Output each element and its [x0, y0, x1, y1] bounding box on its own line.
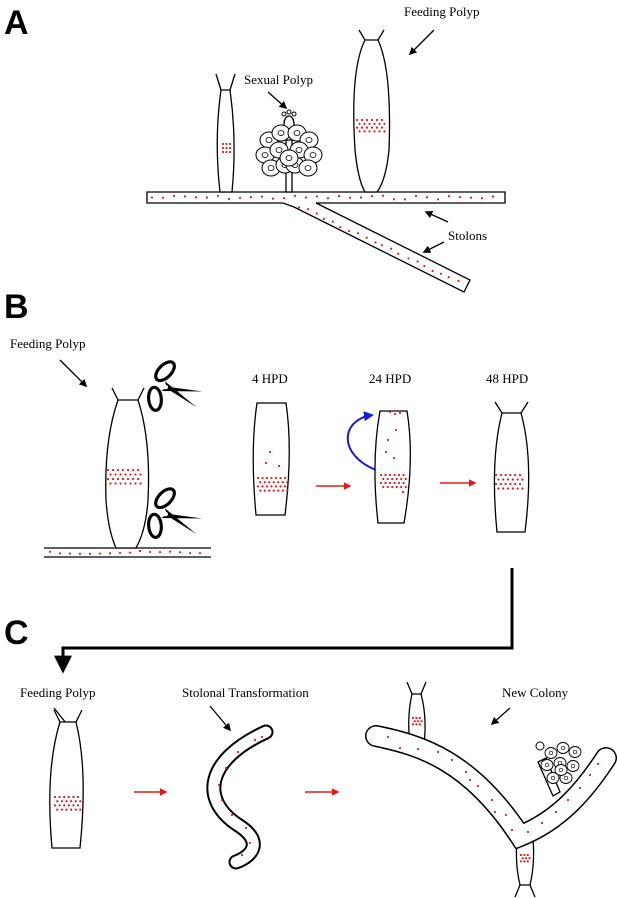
- feeding-polyp-a: [353, 29, 391, 193]
- scissors-icon: [138, 353, 211, 428]
- fragment-24hpd: [374, 410, 411, 524]
- scissors-icon: [138, 480, 211, 555]
- stolon-b: [44, 547, 211, 558]
- sexual-polyp-a: [255, 109, 323, 193]
- panel-a-label: A: [4, 4, 29, 42]
- stolon-cells-a: [150, 194, 495, 282]
- label-c-feeding-polyp: Feeding Polyp: [20, 685, 95, 700]
- fragment-4hpd: [252, 402, 290, 516]
- connector-arrow: [54, 568, 514, 674]
- arrow-icon: [209, 705, 231, 732]
- new-colony-c: [365, 681, 617, 898]
- small-polyp-a: [215, 73, 236, 193]
- feeding-polyp-b: [105, 387, 150, 549]
- label-a-sexual-polyp: Sexual Polyp: [244, 72, 313, 87]
- panel-c-label: C: [4, 614, 29, 652]
- arrow-icon: [408, 29, 435, 56]
- arrow-icon: [424, 211, 449, 223]
- label-c-new-colony: New Colony: [502, 685, 569, 700]
- arrow-icon: [422, 241, 445, 253]
- label-b-feeding-polyp: Feeding Polyp: [10, 336, 85, 351]
- panel-b-label: B: [4, 288, 29, 326]
- blue-migration-arrow: [346, 411, 377, 471]
- stolon-network-a: [146, 191, 506, 293]
- label-b-48hpd: 48 HPD: [486, 371, 528, 386]
- arrow-icon: [59, 359, 88, 388]
- fragment-48hpd: [493, 401, 530, 533]
- label-b-24hpd: 24 HPD: [369, 371, 411, 386]
- label-b-4hpd: 4 HPD: [252, 371, 288, 386]
- label-a-stolons: Stolons: [448, 228, 487, 243]
- label-c-stolonal-transformation: Stolonal Transformation: [182, 685, 309, 700]
- arrow-icon: [490, 707, 511, 726]
- stolonal-transformation-c: [206, 724, 274, 870]
- feeding-polyp-c: [49, 709, 84, 849]
- label-a-feeding-polyp: Feeding Polyp: [404, 4, 479, 19]
- arrow-icon: [267, 91, 288, 110]
